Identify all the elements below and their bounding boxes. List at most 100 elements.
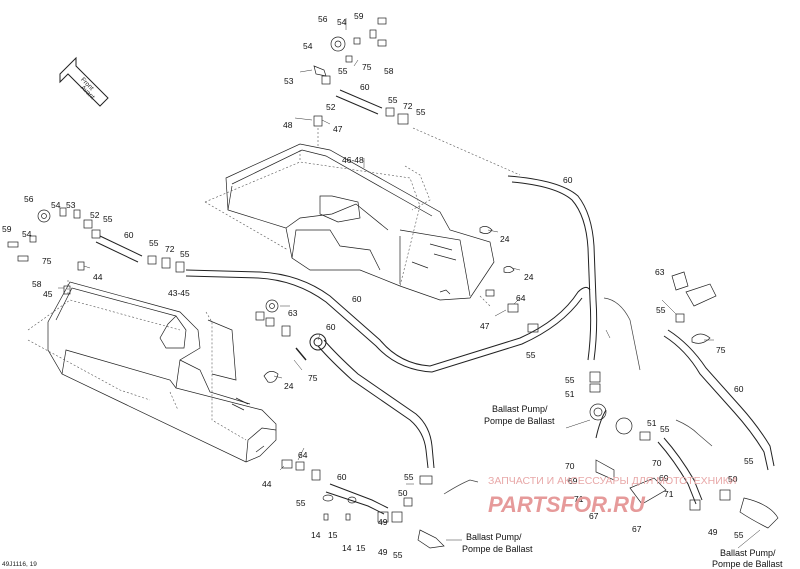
- callout-15: 15: [328, 530, 338, 540]
- front-arrow-icon: [59, 56, 109, 107]
- callout-53: 53: [284, 76, 294, 86]
- callout-48: 48: [283, 120, 293, 130]
- callout-14: 14: [342, 543, 352, 553]
- fittings-upper-right: [479, 226, 539, 333]
- callout-55: 55: [404, 472, 414, 482]
- callout-50: 50: [398, 488, 408, 498]
- fittings-left: [7, 207, 185, 295]
- callout-60: 60: [360, 82, 370, 92]
- callout-47: 47: [333, 124, 343, 134]
- callout-24: 24: [500, 234, 510, 244]
- callout-51: 51: [565, 389, 575, 399]
- callout-55: 55: [296, 498, 306, 508]
- callout-59: 59: [2, 224, 12, 234]
- callout-72: 72: [403, 101, 413, 111]
- callout-63: 63: [655, 267, 665, 277]
- callout-55: 55: [180, 249, 190, 259]
- watermark-line1: ЗАПЧАСТИ И АКСЕССУАРЫ ДЛЯ МОТОТЕХНИКИ: [488, 475, 736, 487]
- caption-pump-upper-1: Ballast Pump/: [492, 404, 548, 414]
- callout-60: 60: [124, 230, 134, 240]
- watermark-line2: PARTSFOR.RU: [488, 492, 646, 517]
- callout-14: 14: [311, 530, 321, 540]
- callout-15: 15: [356, 543, 366, 553]
- footer-code: 49J1116, 19: [2, 561, 37, 568]
- callout-54: 54: [303, 41, 313, 51]
- callout-53: 53: [66, 200, 76, 210]
- callout-55: 55: [744, 456, 754, 466]
- callout-49: 49: [378, 547, 388, 557]
- caption-pump-right-2: Pompe de Ballast: [712, 559, 783, 569]
- hose-left-short: [95, 235, 143, 263]
- callout-45: 45: [43, 289, 53, 299]
- callout-54: 54: [22, 229, 32, 239]
- caption-pump-mid-2: Pompe de Ballast: [462, 544, 533, 554]
- callout-52: 52: [90, 210, 100, 220]
- hose-bottom-short: [325, 483, 389, 515]
- callout-59: 59: [354, 11, 364, 21]
- callout-71: 71: [664, 489, 674, 499]
- hose-upper-to-pump: [507, 175, 598, 361]
- callout-51: 51: [647, 418, 657, 428]
- ballast-pumps: [443, 271, 779, 529]
- callout-47: 47: [480, 321, 490, 331]
- callout-75: 75: [362, 62, 372, 72]
- callout-49: 49: [708, 527, 718, 537]
- caption-pump-right-1: Ballast Pump/: [720, 548, 776, 558]
- callout-55: 55: [149, 238, 159, 248]
- callout-75: 75: [716, 345, 726, 355]
- callout-54: 54: [337, 17, 347, 27]
- callout-46-48: 46-48: [342, 155, 364, 165]
- callout-54: 54: [51, 200, 61, 210]
- callout-50: 50: [728, 474, 738, 484]
- callout-58: 58: [32, 279, 42, 289]
- callout-55: 55: [338, 66, 348, 76]
- hose-lower-long: [309, 333, 435, 469]
- callout-56: 56: [318, 14, 328, 24]
- callout-60: 60: [326, 322, 336, 332]
- callout-71: 71: [574, 494, 584, 504]
- callout-64: 64: [298, 450, 308, 460]
- callout-44: 44: [93, 272, 103, 282]
- callout-55: 55: [526, 350, 536, 360]
- callout-64: 64: [516, 293, 526, 303]
- lower-tank-dashed-outline: [27, 280, 247, 441]
- callout-55: 55: [388, 95, 398, 105]
- callout-60: 60: [734, 384, 744, 394]
- caption-pump-upper-2: Pompe de Ballast: [484, 416, 555, 426]
- callout-55: 55: [393, 550, 403, 560]
- callout-67: 67: [589, 511, 599, 521]
- lower-tank: [47, 281, 277, 463]
- callout-55: 55: [565, 375, 575, 385]
- callout-56: 56: [24, 194, 34, 204]
- callout-55: 55: [734, 530, 744, 540]
- callout-75: 75: [42, 256, 52, 266]
- upper-tank: [225, 143, 495, 301]
- callout-58: 58: [384, 66, 394, 76]
- callout-55: 55: [660, 424, 670, 434]
- hose-top-short: [335, 89, 383, 115]
- fittings-top: [313, 17, 409, 127]
- callout-69: 69: [568, 476, 578, 486]
- callout-70: 70: [652, 458, 662, 468]
- callout-60: 60: [563, 175, 573, 185]
- caption-pump-mid-1: Ballast Pump/: [466, 532, 522, 542]
- callout-55: 55: [656, 305, 666, 315]
- callout-69: 69: [659, 473, 669, 483]
- upper-tank-dashed-outline: [204, 150, 431, 287]
- callout-24: 24: [524, 272, 534, 282]
- callout-70: 70: [565, 461, 575, 471]
- leader-lines: [58, 18, 761, 549]
- callout-67: 67: [632, 524, 642, 534]
- callout-52: 52: [326, 102, 336, 112]
- callout-63: 63: [288, 308, 298, 318]
- hose-long-mid: [185, 269, 591, 373]
- callout-24: 24: [284, 381, 294, 391]
- callout-55: 55: [103, 214, 113, 224]
- callout-60: 60: [337, 472, 347, 482]
- callout-60: 60: [352, 294, 362, 304]
- callout-55: 55: [416, 107, 426, 117]
- callout-49: 49: [378, 517, 388, 527]
